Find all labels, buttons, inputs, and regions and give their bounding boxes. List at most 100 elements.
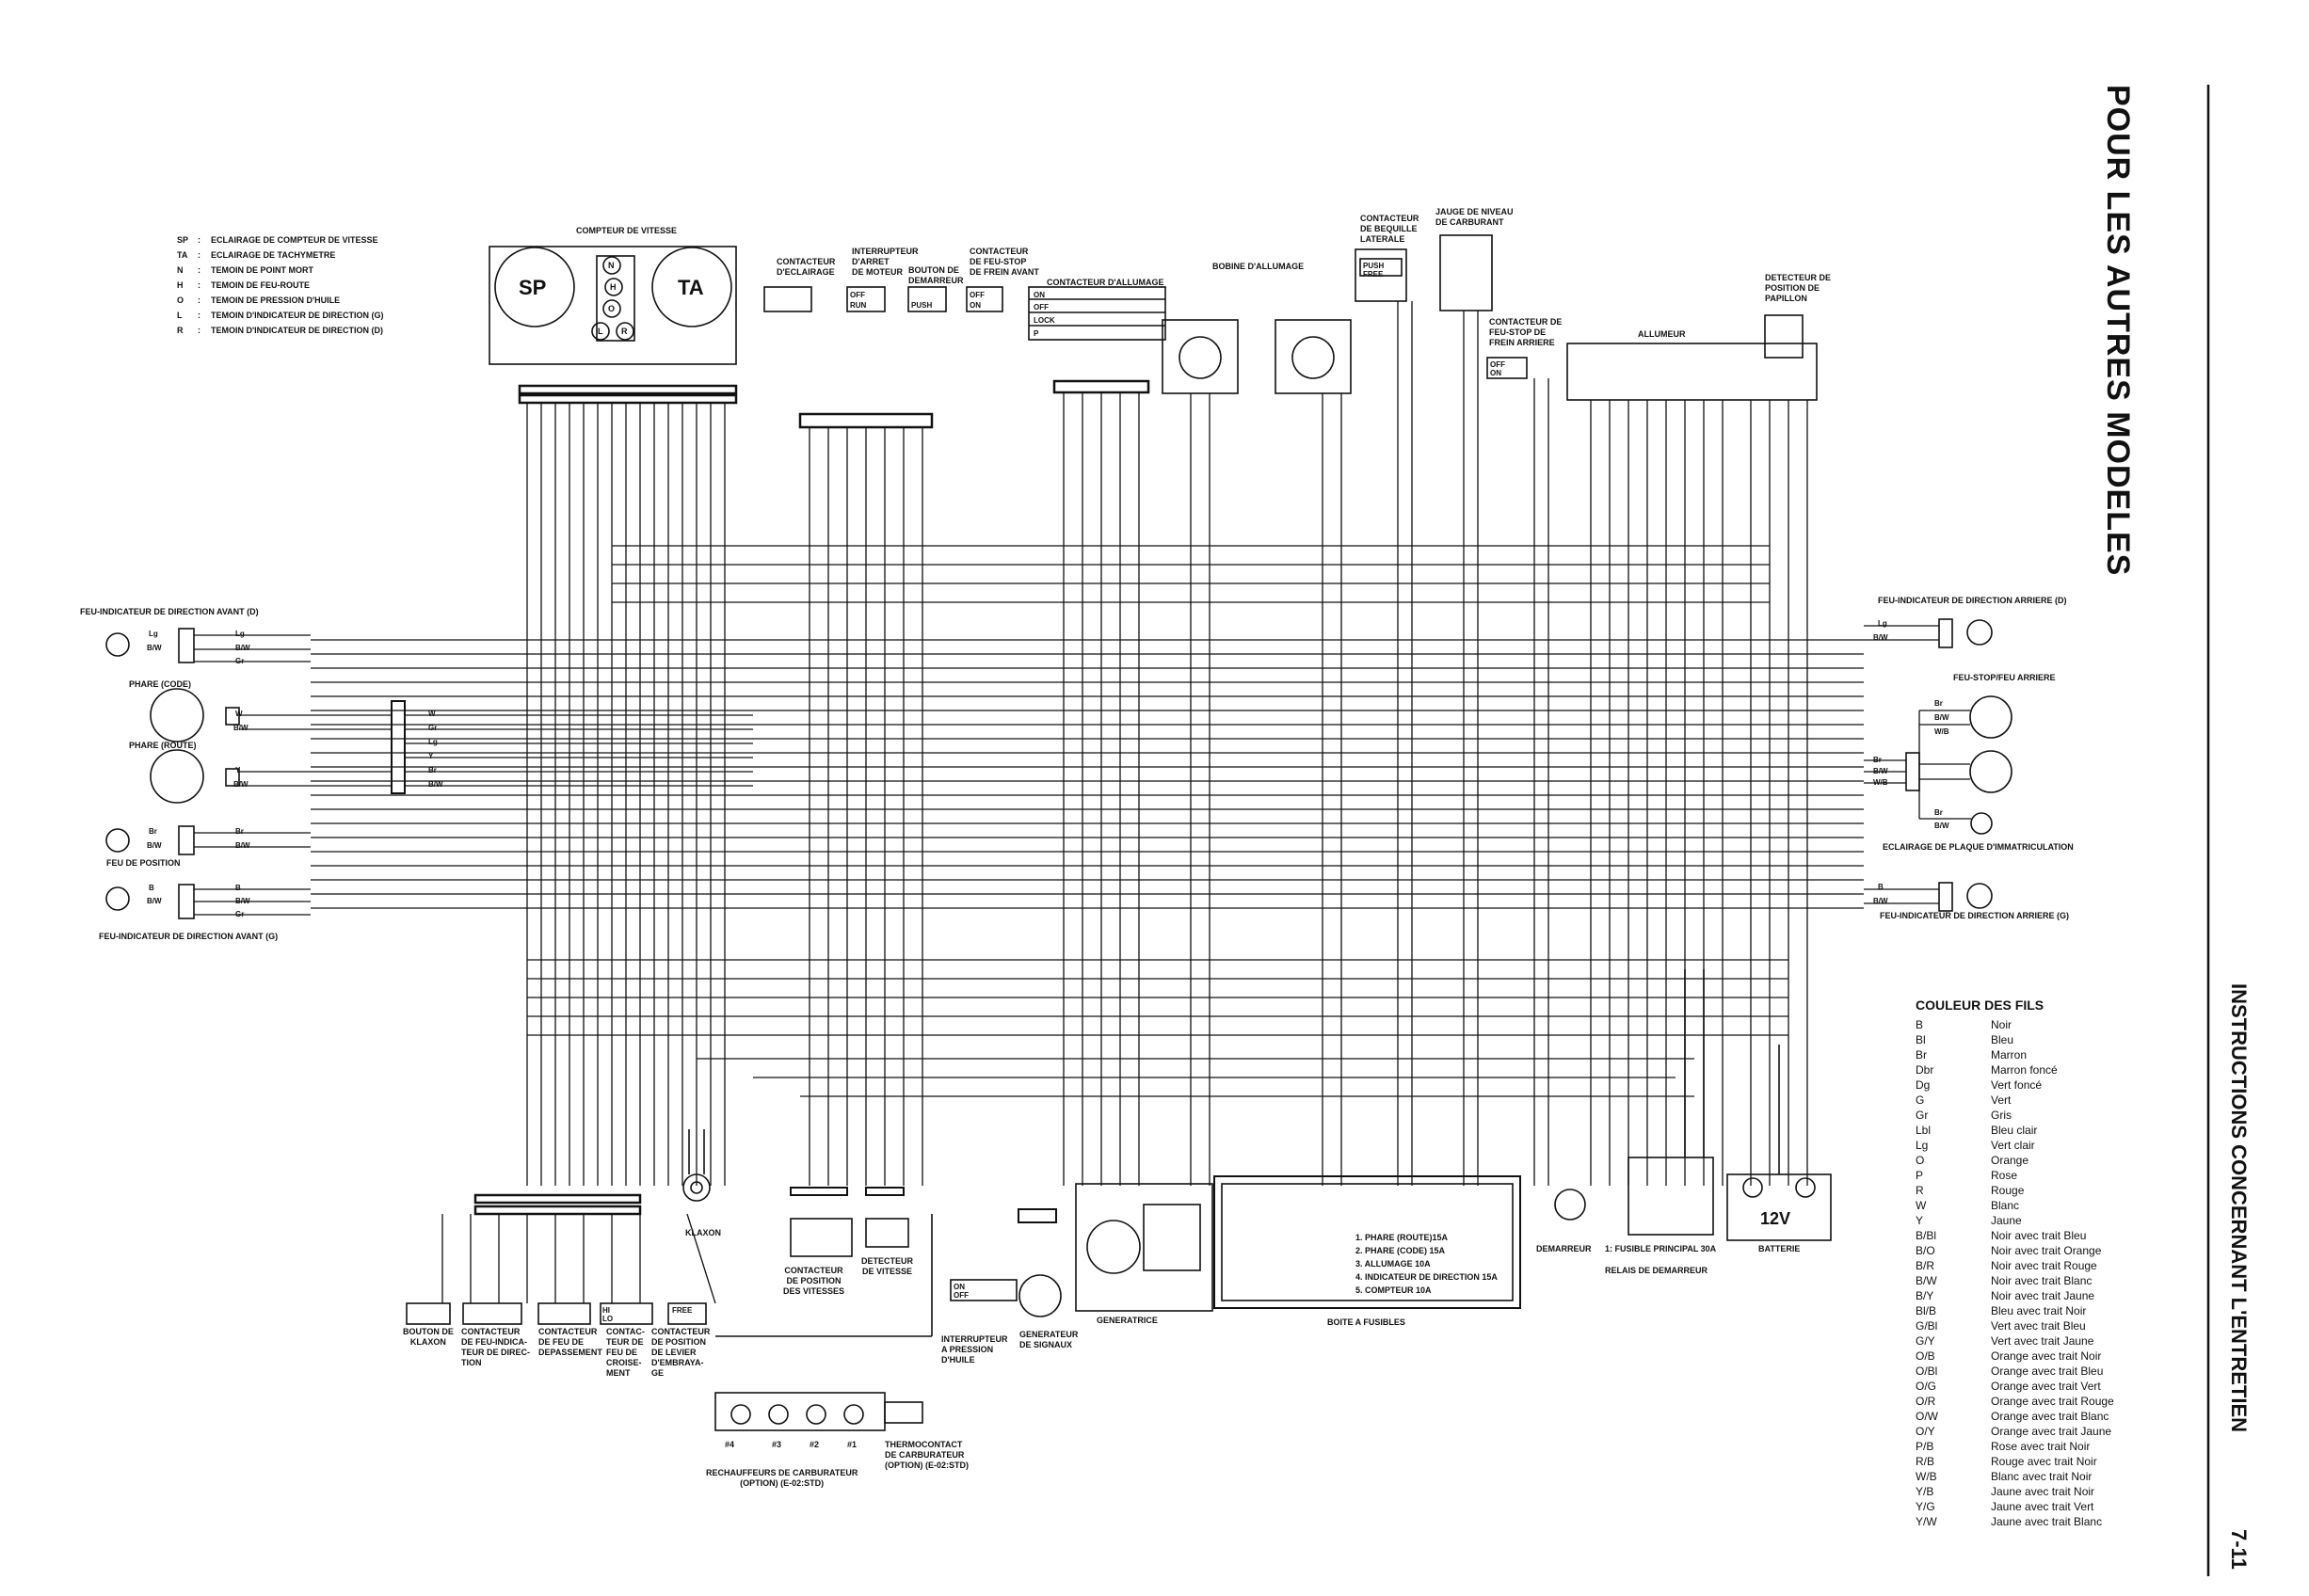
abbrev-row: N:TEMOIN DE POINT MORT xyxy=(177,265,313,275)
label-feu-ind-arriere-d: FEU-INDICATEUR DE DIRECTION ARRIERE (D) xyxy=(1878,596,2067,605)
wire-label: W/B xyxy=(1934,727,1949,736)
abbrev-row: SP:ECLAIRAGE DE COMPTEUR DE VITESSE xyxy=(177,235,378,245)
wire-colour-name: Orange avec trait Blanc xyxy=(1991,1410,2109,1423)
wire-label: B/W xyxy=(1873,897,1888,905)
fuse-item: 5. COMPTEUR 10A xyxy=(1355,1285,1432,1295)
label-feu-stop-arriere: CONTACTEUR DE FEU-STOP DE FREIN ARRIERE xyxy=(1489,317,1563,347)
label-embrayage: CONTACTEUR DE POSITION DE LEVIER D'EMBRA… xyxy=(651,1327,711,1378)
switch-state-on: ON xyxy=(954,1283,965,1291)
wire-colour-name: Noir avec trait Bleu xyxy=(1991,1229,2087,1242)
wire-label: B/W xyxy=(235,841,250,850)
label-feu-ind-avant-d: FEU-INDICATEUR DE DIRECTION AVANT (D) xyxy=(80,607,259,616)
wire-label: Br xyxy=(235,827,244,836)
wire-colour-code: Y/B xyxy=(1916,1485,1934,1498)
label-bouton-klaxon: BOUTON DE KLAXON xyxy=(403,1327,454,1347)
wire-colour-code: G xyxy=(1916,1093,1925,1107)
wire-label: Y xyxy=(235,766,241,774)
wire-colour-name: Bleu clair xyxy=(1991,1124,2038,1137)
wire-colour-name: Noir avec trait Orange xyxy=(1991,1244,2102,1257)
abbrev-row: TA:ECLAIRAGE DE TACHYMETRE xyxy=(177,250,336,260)
wire-colour-code: O/W xyxy=(1916,1410,1938,1423)
meter-label: COMPTEUR DE VITESSE xyxy=(576,226,678,235)
abbrev-row: R:TEMOIN D'INDICATEUR DE DIRECTION (D) xyxy=(177,326,383,335)
wire-colour-row: Bl/B Bleu avec trait Noir xyxy=(1916,1304,2086,1317)
wire-colour-code: Lbl xyxy=(1916,1124,1932,1137)
lamp-o: O xyxy=(608,304,616,313)
wire-colour-name: Noir avec trait Rouge xyxy=(1991,1259,2097,1272)
fuse-item: 1. PHARE (ROUTE)15A xyxy=(1355,1233,1449,1242)
wire-label: Gr xyxy=(428,724,438,732)
label-detecteur-papillon: DETECTEUR DE POSITION DE PAPILLON xyxy=(1765,273,1832,303)
label-interrupteur-arret: INTERRUPTEUR D'ARRET DE MOTEUR xyxy=(852,247,919,277)
label-feu-stop-avant: CONTACTEUR DE FEU-STOP DE FREIN AVANT xyxy=(970,247,1039,277)
label-position-vitesses: CONTACTEUR DE POSITION DES VITESSES xyxy=(783,1266,845,1296)
wire-colour-code: Bl/B xyxy=(1916,1304,1937,1317)
wire-colour-name: Noir avec trait Blanc xyxy=(1991,1274,2093,1287)
wire-colour-code: R xyxy=(1916,1184,1924,1197)
switch-state-off: OFF xyxy=(850,291,865,299)
switch-state-p: P xyxy=(1034,329,1039,338)
wire-colour-code: O/R xyxy=(1916,1395,1936,1408)
wire-colour-name: Bleu avec trait Noir xyxy=(1991,1304,2087,1317)
wire-colour-row: Lbl Bleu clair xyxy=(1916,1124,2037,1137)
label-thermocontact: THERMOCONTACT DE CARBURATEUR (OPTION) (E… xyxy=(885,1440,969,1470)
switch-state-off: OFF xyxy=(970,291,985,299)
switch-state-on: ON xyxy=(970,301,981,310)
switch-state-push: PUSH xyxy=(911,301,933,310)
wire-colour-code: W/B xyxy=(1916,1470,1937,1483)
label-phare-code: PHARE (CODE) xyxy=(129,679,192,689)
page-number: 7-11 xyxy=(2227,1529,2251,1570)
wire-colour-code: Dbr xyxy=(1916,1063,1934,1077)
abbrev-row: L:TEMOIN D'INDICATEUR DE DIRECTION (G) xyxy=(177,311,384,320)
wire-colour-name: Vert foncé xyxy=(1991,1078,2043,1092)
wire-label: Lg xyxy=(428,738,438,746)
wire-label: Lg xyxy=(149,630,158,638)
wire-label: B/W xyxy=(147,644,162,652)
wire-label: W/B xyxy=(1873,778,1888,787)
switch-state-free: FREE xyxy=(672,1306,693,1315)
switch-state-off: OFF xyxy=(1034,303,1049,311)
wire-label: B/W xyxy=(235,644,250,652)
switch-state-free: FREE xyxy=(1363,270,1384,279)
wire-colours-title: COULEUR DES FILS xyxy=(1916,998,2044,1013)
wire-colour-code: O/Bl xyxy=(1916,1365,1938,1378)
wire-label: Lg xyxy=(1878,619,1887,628)
wire-label: B/W xyxy=(235,897,250,905)
rechauffeur-3: #3 xyxy=(772,1440,782,1449)
wire-colour-name: Vert clair xyxy=(1991,1139,2035,1152)
wire-colour-code: Y/G xyxy=(1916,1500,1935,1513)
wire-label: Br xyxy=(428,766,437,774)
wire-label: Br xyxy=(1934,808,1943,817)
battery-voltage: 12V xyxy=(1760,1209,1791,1228)
wire-label: Br xyxy=(1934,699,1943,708)
label-boite-fusibles: BOITE A FUSIBLES xyxy=(1327,1317,1405,1327)
wire-colour-row: O/W Orange avec trait Blanc xyxy=(1916,1410,2109,1423)
switch-state-off: OFF xyxy=(1490,360,1505,369)
label-eclairage-plaque: ECLAIRAGE DE PLAQUE D'IMMATRICULATION xyxy=(1883,842,2074,852)
wire-label: B/W xyxy=(233,724,249,732)
label-contacteur-allumage: CONTACTEUR D'ALLUMAGE xyxy=(1047,278,1164,287)
switch-state-on: ON xyxy=(1490,369,1501,377)
label-feu-stop-arriere: FEU-STOP/FEU ARRIERE xyxy=(1953,673,2056,682)
rechauffeur-1: #1 xyxy=(847,1440,858,1449)
ta-label: TA xyxy=(678,276,704,299)
wire-colour-code: Bl xyxy=(1916,1033,1926,1046)
label-phare-route: PHARE (ROUTE) xyxy=(129,741,197,750)
